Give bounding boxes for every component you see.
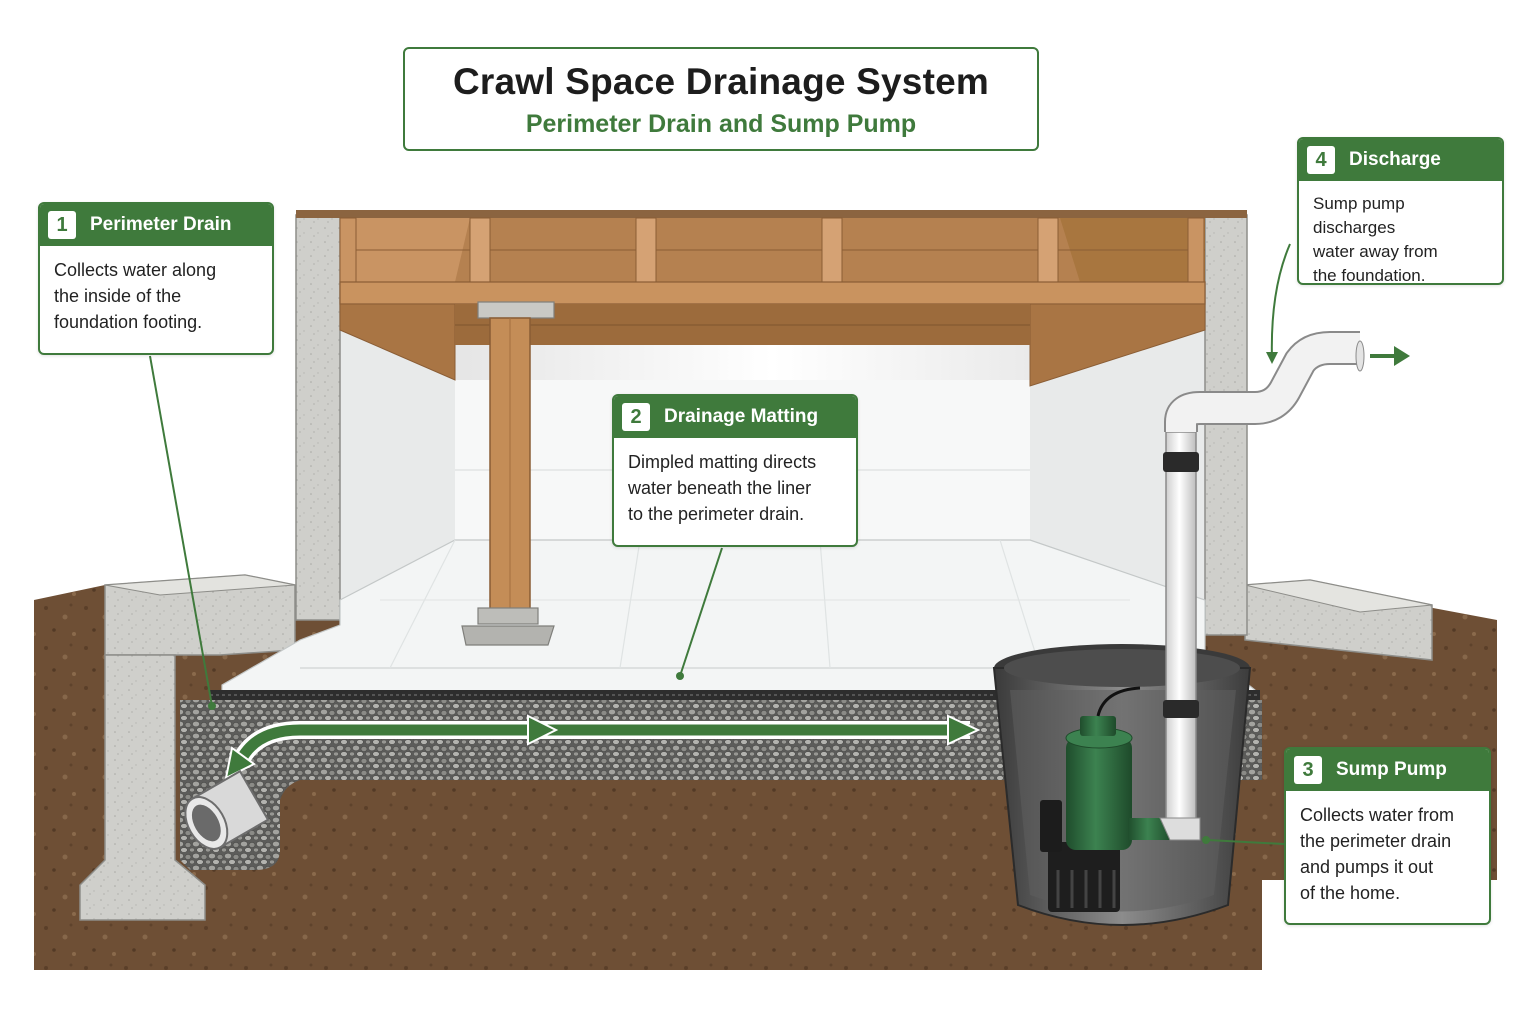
callout-number-badge: 4 — [1307, 146, 1335, 174]
callout-text: Dimpled matting directs water beneath th… — [628, 452, 817, 524]
right-liner-wall — [1030, 330, 1205, 600]
floor-joist — [339, 217, 1205, 283]
float-switch — [1040, 800, 1062, 852]
callout-header: 1 Perimeter Drain — [40, 204, 272, 246]
callout-text: Collects water along the inside of the f… — [54, 260, 217, 332]
diagram-title: Crawl Space Drainage System — [453, 61, 989, 102]
callout-sump-pump: 3 Sump Pump Collects water from the peri… — [1284, 747, 1491, 925]
flow-arrow-icon — [527, 714, 559, 746]
flow-arrow-icon — [947, 714, 981, 746]
callout-header: 2 Drainage Matting — [614, 396, 856, 438]
callout-header: 3 Sump Pump — [1286, 749, 1489, 791]
left-foundation-footing — [79, 654, 206, 921]
title-box: Crawl Space Drainage System Perimeter Dr… — [403, 47, 1039, 151]
left-foundation-wall — [295, 214, 341, 621]
sump-pump-icon — [1040, 686, 1172, 912]
post-base — [477, 607, 539, 625]
callout-leader-lines — [149, 243, 1291, 845]
post-footing-pad — [461, 625, 555, 646]
gravel-bed — [180, 700, 1262, 870]
diagram-subtitle: Perimeter Drain and Sump Pump — [525, 110, 917, 138]
callout-number-badge: 1 — [48, 211, 76, 239]
right-footing-top — [1244, 579, 1433, 613]
left-liner-wall — [340, 330, 455, 600]
callout-number-badge: 3 — [1294, 756, 1322, 784]
support-beam — [339, 281, 1206, 305]
left-footing-top — [104, 574, 296, 596]
callout-text: Collects water from the perimeter drain … — [1300, 805, 1455, 903]
callout-header: 4 Discharge — [1299, 139, 1502, 181]
callout-heading: Perimeter Drain — [90, 214, 232, 235]
callout-heading: Discharge — [1349, 149, 1441, 170]
post-cap — [477, 301, 555, 319]
callout-text: Sump pump discharges water away from the… — [1313, 194, 1438, 285]
callout-perimeter-drain: 1 Perimeter Drain Collects water along t… — [38, 202, 274, 355]
callout-drainage-matting: 2 Drainage Matting Dimpled matting direc… — [612, 394, 858, 547]
discharge-pipe — [1159, 331, 1365, 841]
callout-discharge: 4 Discharge Sump pump discharges water a… — [1297, 137, 1504, 285]
rim-joist-top — [296, 210, 1247, 218]
callout-heading: Sump Pump — [1336, 759, 1447, 780]
discharge-arrow-icon — [1394, 346, 1410, 366]
callout-number-badge: 2 — [622, 403, 650, 431]
callout-heading: Drainage Matting — [664, 406, 819, 427]
perimeter-drain-pipe-icon — [184, 769, 270, 850]
